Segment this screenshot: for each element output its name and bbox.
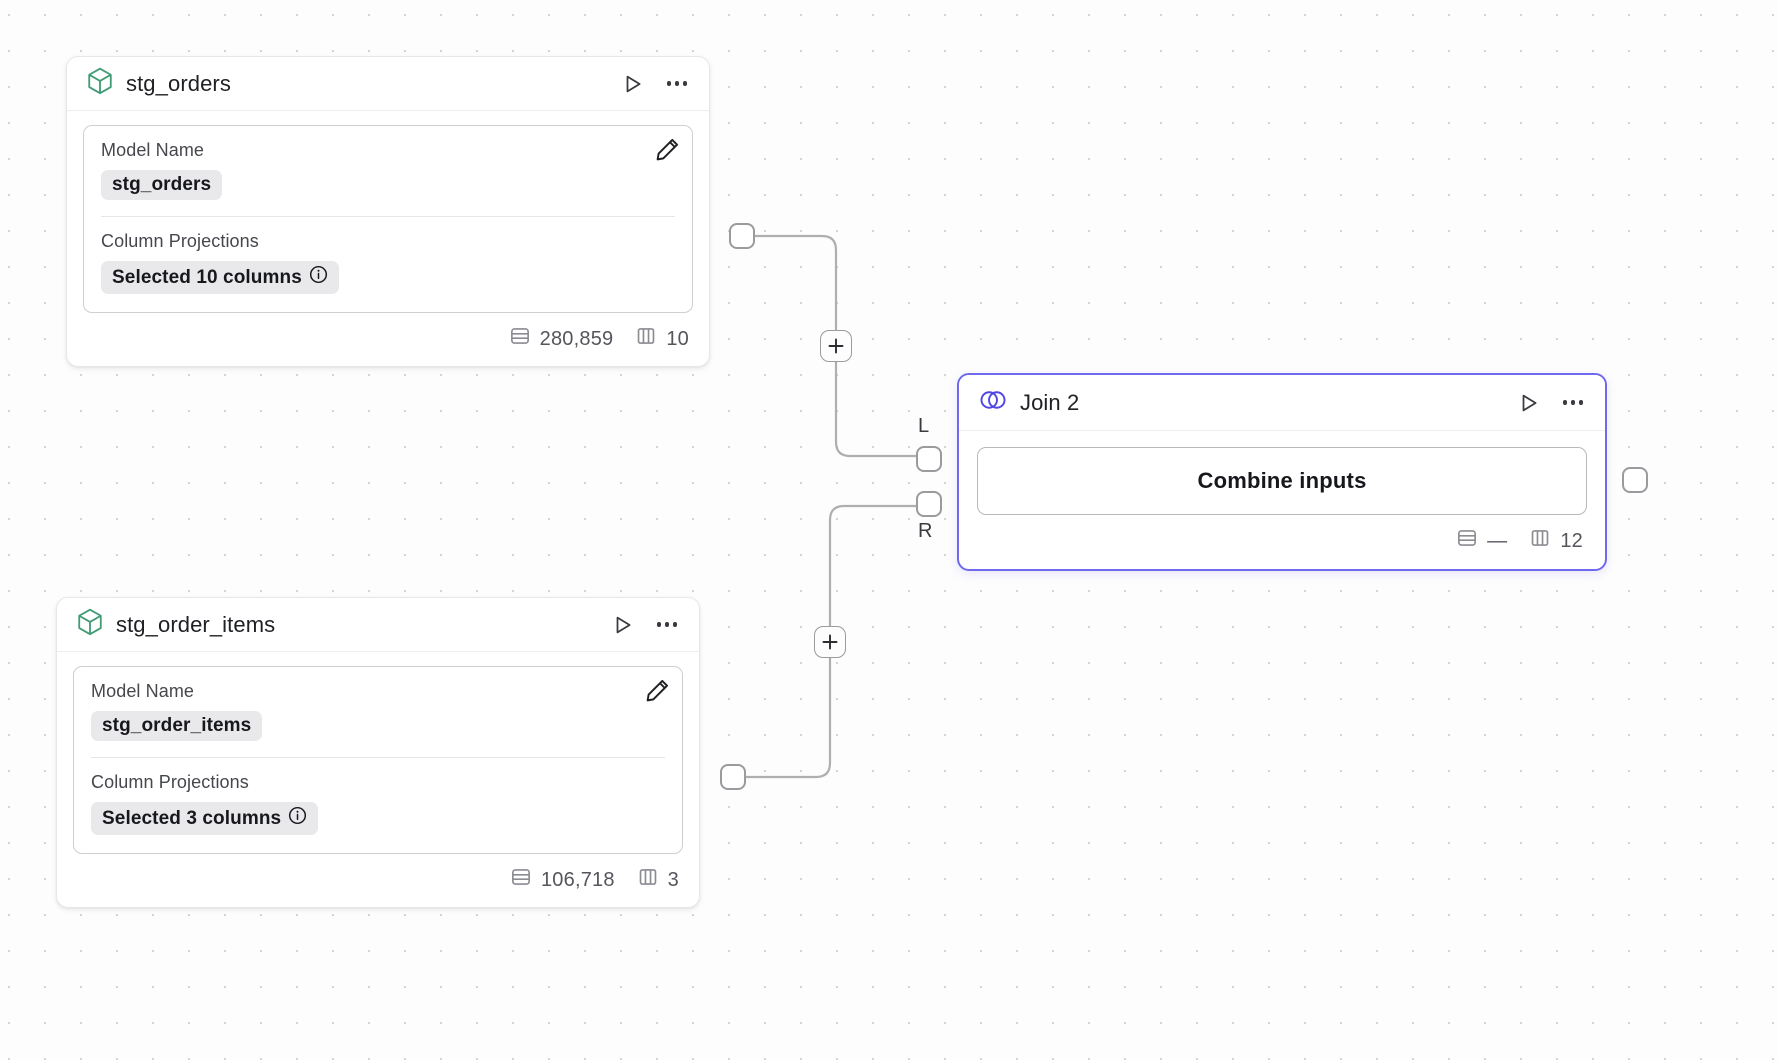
info-icon[interactable] [288, 806, 307, 831]
columns-value: 3 [667, 868, 679, 891]
input-port-left[interactable] [916, 446, 942, 472]
cube-icon [77, 608, 103, 641]
more-options-button[interactable] [653, 611, 681, 639]
column-projections-text: Selected 3 columns [102, 807, 282, 829]
output-port-stg-orders[interactable] [729, 223, 755, 249]
input-port-label-left: L [918, 415, 930, 437]
model-config-panel: Model Name stg_order_items Column Projec… [73, 666, 683, 854]
node-header: Join 2 [959, 375, 1605, 431]
column-projections-label: Column Projections [101, 231, 259, 251]
node-footer: — 12 [959, 517, 1605, 569]
rows-value: 106,718 [540, 868, 615, 891]
node-title: Join 2 [1020, 389, 1080, 415]
rows-stat: — [1456, 527, 1507, 555]
columns-value: 10 [666, 327, 689, 350]
add-node-button-top[interactable] [820, 330, 852, 362]
edit-pencil-icon[interactable] [645, 678, 670, 706]
rows-stat: 280,859 [509, 325, 614, 353]
model-name-value[interactable]: stg_orders [101, 170, 223, 200]
run-button[interactable] [619, 70, 647, 98]
rows-value: — [1487, 529, 1508, 552]
ellipsis-icon [666, 81, 688, 86]
columns-stat: 3 [637, 866, 679, 894]
model-name-label: Model Name [101, 140, 205, 160]
node-stg-order-items[interactable]: stg_order_items [56, 597, 700, 908]
add-node-button-bottom[interactable] [814, 626, 846, 658]
column-projections-value[interactable]: Selected 10 columns [101, 261, 339, 294]
columns-value: 12 [1560, 529, 1583, 552]
output-port-stg-order-items[interactable] [720, 764, 746, 790]
input-port-label-right: R [918, 520, 933, 542]
node-header: stg_orders [67, 57, 709, 111]
columns-icon [1529, 527, 1551, 555]
model-name-value[interactable]: stg_order_items [91, 711, 263, 741]
more-options-button[interactable] [1559, 389, 1587, 417]
panel-divider [91, 757, 665, 758]
node-body: Combine inputs [959, 431, 1605, 517]
node-body: Model Name stg_orders Column Projections… [67, 111, 709, 317]
column-projections-label: Column Projections [91, 772, 249, 792]
column-projections-text: Selected 10 columns [112, 266, 302, 288]
run-button[interactable] [609, 611, 637, 639]
node-join-2[interactable]: Join 2 Combine inputs [957, 373, 1607, 571]
rows-icon [510, 866, 532, 894]
input-port-right[interactable] [916, 491, 942, 517]
node-title: stg_orders [126, 70, 231, 96]
cube-icon [87, 67, 113, 100]
node-footer: 106,718 3 [57, 858, 699, 907]
columns-icon [637, 866, 659, 894]
rows-icon [1456, 527, 1478, 555]
more-options-button[interactable] [663, 70, 691, 98]
combine-inputs-button[interactable]: Combine inputs [977, 447, 1587, 515]
edit-pencil-icon[interactable] [655, 137, 680, 165]
node-footer: 280,859 10 [67, 317, 709, 366]
columns-stat: 12 [1529, 527, 1583, 555]
venn-icon [979, 388, 1007, 417]
output-port-join-2[interactable] [1622, 467, 1648, 493]
model-name-label: Model Name [91, 681, 195, 701]
node-stg-orders[interactable]: stg_orders Mo [66, 56, 710, 367]
ellipsis-icon [656, 622, 678, 627]
rows-icon [509, 325, 531, 353]
rows-value: 280,859 [539, 327, 614, 350]
node-title: stg_order_items [116, 611, 276, 637]
panel-divider [101, 216, 675, 217]
ellipsis-icon [1562, 400, 1584, 405]
run-button[interactable] [1515, 389, 1543, 417]
column-projections-value[interactable]: Selected 3 columns [91, 802, 319, 835]
rows-stat: 106,718 [510, 866, 615, 894]
columns-icon [635, 325, 657, 353]
node-body: Model Name stg_order_items Column Projec… [57, 652, 699, 858]
node-header: stg_order_items [57, 598, 699, 652]
model-config-panel: Model Name stg_orders Column Projections… [83, 125, 693, 313]
columns-stat: 10 [635, 325, 689, 353]
info-icon[interactable] [309, 265, 328, 290]
